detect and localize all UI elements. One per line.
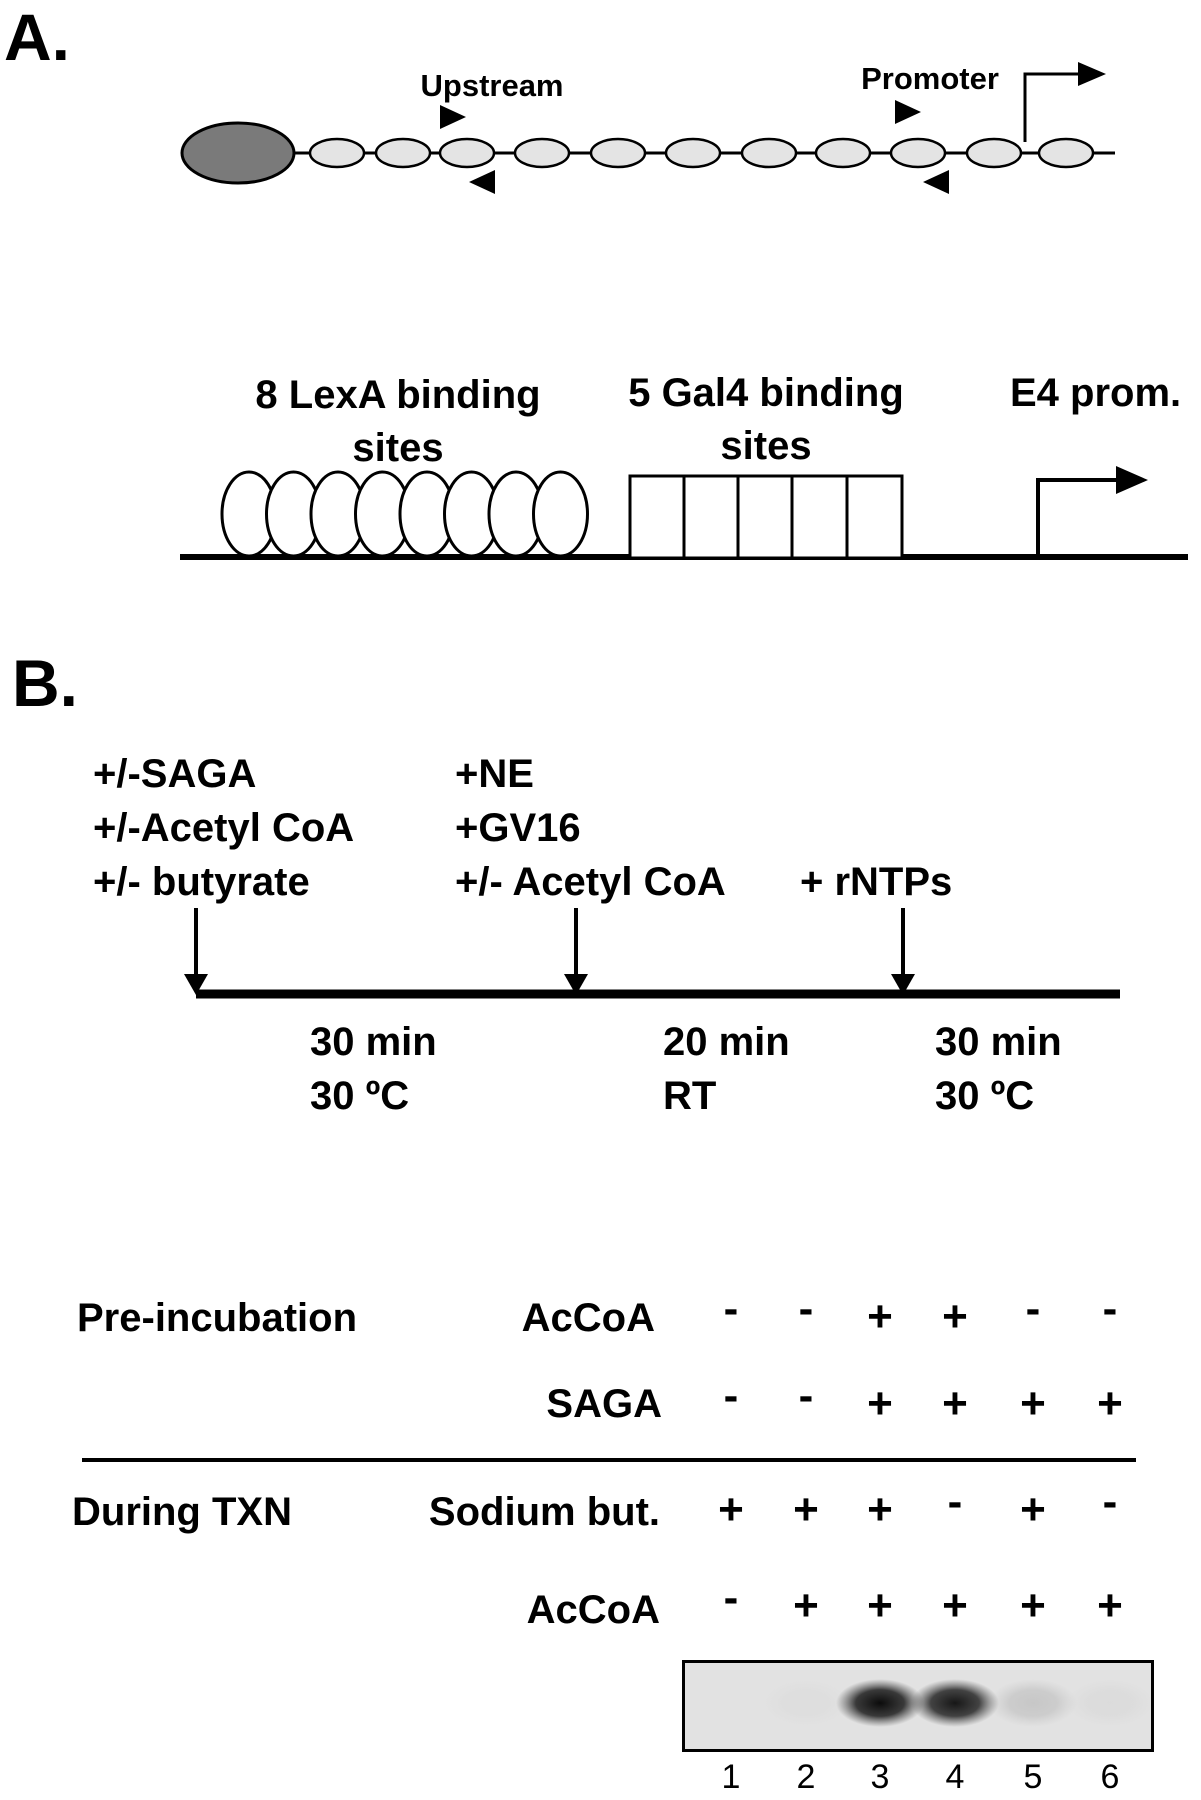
panel-a-label: A. [4,0,70,74]
lane-number-1: 1 [721,1758,741,1796]
nucleosome-6 [664,137,722,169]
lexa-sites-label-line2: sites [352,426,444,470]
sign-row3-lane2: + [793,1485,819,1534]
gel-band-lane-3 [836,1679,924,1727]
step3-line1: + rNTPs [800,860,953,904]
row-label-saga: SAGA [546,1382,662,1426]
sign-row4-lane3: + [867,1581,893,1630]
gel-band-lane-6 [1066,1679,1151,1727]
during-txn-label: During TXN [72,1490,292,1534]
sign-row1-lane1: - [723,1284,739,1333]
nucleosome-array-diagram [180,62,1188,560]
nucleosome-5 [589,137,647,169]
sign-row3-lane4: - [947,1477,963,1526]
step1-line3: +/- butyrate [93,860,310,904]
nucleosome-1 [308,137,366,169]
e4-promoter-arrow-stem [1036,478,1118,556]
gal4-binding-sites [628,474,904,560]
sign-row4-lane2: + [793,1581,819,1630]
sign-row1-lane2: - [798,1284,814,1333]
gal4-sites-label-line2: sites [720,424,812,468]
step2-line2: +GV16 [455,806,581,850]
step2-line3: +/- Acetyl CoA [455,860,726,904]
step2-line1: +NE [455,752,534,796]
sign-row1-lane6: - [1102,1284,1118,1333]
lane-number-6: 6 [1100,1758,1120,1796]
nucleosome-10 [965,137,1023,169]
lexa-sites-label-line1: 8 LexA binding [255,373,541,417]
sign-row2-lane6: + [1097,1379,1123,1428]
nucleosome-3 [438,137,496,169]
gel-autoradiograph [682,1660,1154,1752]
sign-row1-lane3: + [867,1292,893,1341]
gel-band-lane-4 [911,1679,999,1727]
panel-b-label: B. [12,646,78,720]
row-label-preinc-accoa: AcCoA [521,1296,655,1340]
gel-band-lane-5 [989,1679,1077,1727]
table-divider [82,1458,1136,1462]
sign-row2-lane2: - [798,1371,814,1420]
sign-row4-lane4: + [942,1581,968,1630]
lexa-site-8 [532,470,589,558]
preincubation-label: Pre-incubation [77,1296,358,1340]
upstream-reverse-primer [469,170,495,194]
sign-row2-lane5: + [1020,1379,1046,1428]
nucleosome-row [308,137,1095,169]
sign-row2-lane3: + [867,1379,893,1428]
interval3-time: 30 min [935,1020,1062,1064]
upstream-forward-primer [440,105,466,129]
sign-row2-lane1: - [723,1371,739,1420]
interval3-temp: 30 ºC [935,1074,1035,1118]
tss-arrow-head [1078,62,1106,86]
nucleosome-11 [1037,137,1095,169]
interval1-time: 30 min [310,1020,437,1064]
interval2-temp: RT [663,1074,717,1118]
lane-number-2: 2 [796,1758,816,1796]
lexa-binding-sites [220,470,589,558]
promoter-forward-primer [895,100,921,124]
step1-line2: +/-Acetyl CoA [93,806,355,850]
upstream-label: Upstream [420,68,564,103]
sign-row4-lane6: + [1097,1581,1123,1630]
sign-row3-lane6: - [1102,1477,1118,1526]
nucleosome-9 [889,137,947,169]
e4-promoter-label: E4 prom. [1010,371,1182,415]
sign-row1-lane5: - [1025,1284,1041,1333]
lane-number-5: 5 [1023,1758,1043,1796]
tss-arrow-stem [1023,72,1080,142]
sign-row3-lane5: + [1020,1485,1046,1534]
sign-row4-lane5: + [1020,1581,1046,1630]
interval2-time: 20 min [663,1020,790,1064]
interval1-temp: 30 ºC [310,1074,410,1118]
timeline-diagram [184,908,1120,999]
e4-promoter-arrow-head [1116,466,1148,494]
sign-row2-lane4: + [942,1379,968,1428]
sign-row3-lane3: + [867,1485,893,1534]
sign-row3-lane1: + [718,1485,744,1534]
gal4-sites-label-line1: 5 Gal4 binding [628,371,904,415]
promoter-reverse-primer [923,170,949,194]
row-label-sodium-butyrate: Sodium but. [428,1490,660,1534]
nucleosome-8 [814,137,872,169]
lane-number-4: 4 [945,1758,965,1796]
row-label-txn-accoa: AcCoA [526,1588,660,1632]
nucleosome-2 [374,137,432,169]
lexa-protein [180,121,296,185]
nucleosome-7 [740,137,798,169]
sign-row1-lane4: + [942,1292,968,1341]
promoter-label: Promoter [861,61,999,96]
step1-line1: +/-SAGA [93,752,257,796]
sign-row4-lane1: - [723,1573,739,1622]
lane-number-3: 3 [870,1758,890,1796]
nucleosome-4 [513,137,571,169]
